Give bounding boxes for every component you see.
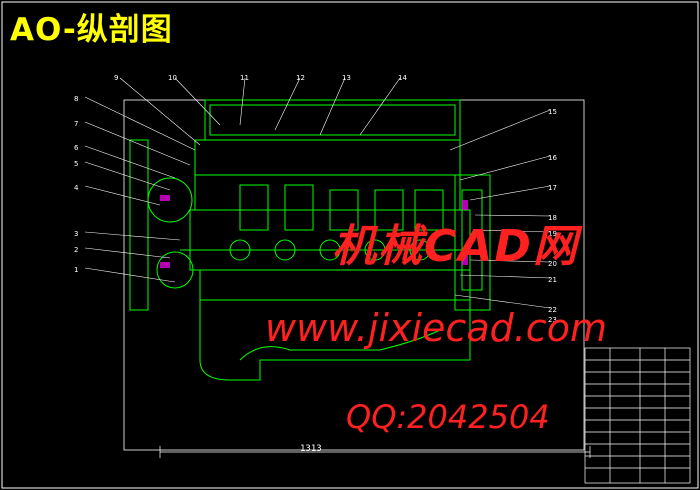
part-label: 8 (74, 95, 78, 103)
part-label: 10 (168, 74, 177, 82)
part-label: 3 (74, 230, 78, 238)
watermark-url: www.jixiecad.com (265, 306, 607, 350)
part-labels: 1 2 3 4 5 6 7 8 9 10 11 12 13 14 15 16 1… (74, 74, 557, 324)
part-label: 5 (74, 160, 78, 168)
part-label: 1 (74, 266, 78, 274)
part-label: 15 (548, 108, 557, 116)
part-label: 13 (342, 74, 351, 82)
dimension-line (159, 446, 591, 458)
watermark-qq: QQ:2042504 (346, 398, 550, 436)
part-label: 23 (548, 316, 557, 324)
highlight-marks (160, 195, 468, 268)
part-label: 9 (114, 74, 118, 82)
part-label: 22 (548, 306, 557, 314)
part-label: 17 (548, 184, 557, 192)
part-label: 6 (74, 144, 79, 152)
title-block (584, 347, 691, 484)
part-label: 11 (240, 74, 249, 82)
part-label: 4 (74, 184, 79, 192)
part-label: 7 (74, 120, 78, 128)
leader-lines (84, 77, 551, 309)
part-label: 19 (548, 230, 557, 238)
part-label: 12 (296, 74, 305, 82)
part-label: 16 (548, 154, 557, 162)
part-label: 14 (398, 74, 407, 82)
watermark-site-name: 机械CAD网 (332, 221, 579, 272)
engine-cross-section (129, 99, 491, 381)
part-label: 2 (74, 246, 78, 254)
drawing-title: AO-纵剖图 (10, 12, 173, 48)
dimension-value: 1313 (300, 444, 322, 454)
part-label: 21 (548, 276, 557, 284)
part-label: 18 (548, 214, 557, 222)
part-label: 20 (548, 260, 557, 268)
